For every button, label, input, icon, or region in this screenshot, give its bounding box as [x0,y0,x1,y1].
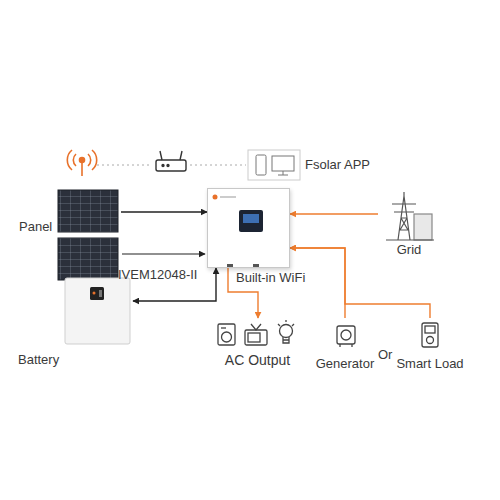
ac-output-node: AC Output [210,318,305,374]
panel-node: Panel [15,188,121,282]
app-label: Fsolar APP [305,157,370,172]
router-icon [156,151,186,171]
network-dotted-line [97,165,152,166]
flow-connector [121,211,207,212]
app-node: Fsolar APP [246,150,376,180]
network-dotted-line [190,165,246,166]
flow-connector [290,213,378,214]
or-label: Or [378,347,392,362]
wifi-label: Built-in WiFi [236,270,305,285]
grid-tower-icon [386,192,434,240]
ac-load-icons [218,320,294,345]
inverter-body [207,188,290,268]
battery-icon [65,278,130,344]
antenna-icon [67,150,96,176]
generator-node: Generator [313,318,378,374]
model-label: IVEM12048-II [118,267,198,282]
smart-load-node: Smart Load [393,318,466,374]
generator-label: Generator [316,356,375,371]
battery-label: Battery [18,352,59,367]
grid-node: Grid [378,190,440,260]
generator-icon [337,326,355,347]
panel-label: Panel [19,219,52,234]
solar-panel-icon [58,190,118,280]
smart-load-label: Smart Load [396,356,463,371]
panel-arrow [122,253,205,254]
battery-node: Battery [15,276,133,370]
flow-connector [290,248,430,318]
devices-icon [248,150,300,180]
grid-label: Grid [397,242,422,257]
smart-load-icon [422,323,438,347]
inverter-box: IVEM12048-II [207,188,290,268]
ac-output-label: AC Output [225,353,290,368]
